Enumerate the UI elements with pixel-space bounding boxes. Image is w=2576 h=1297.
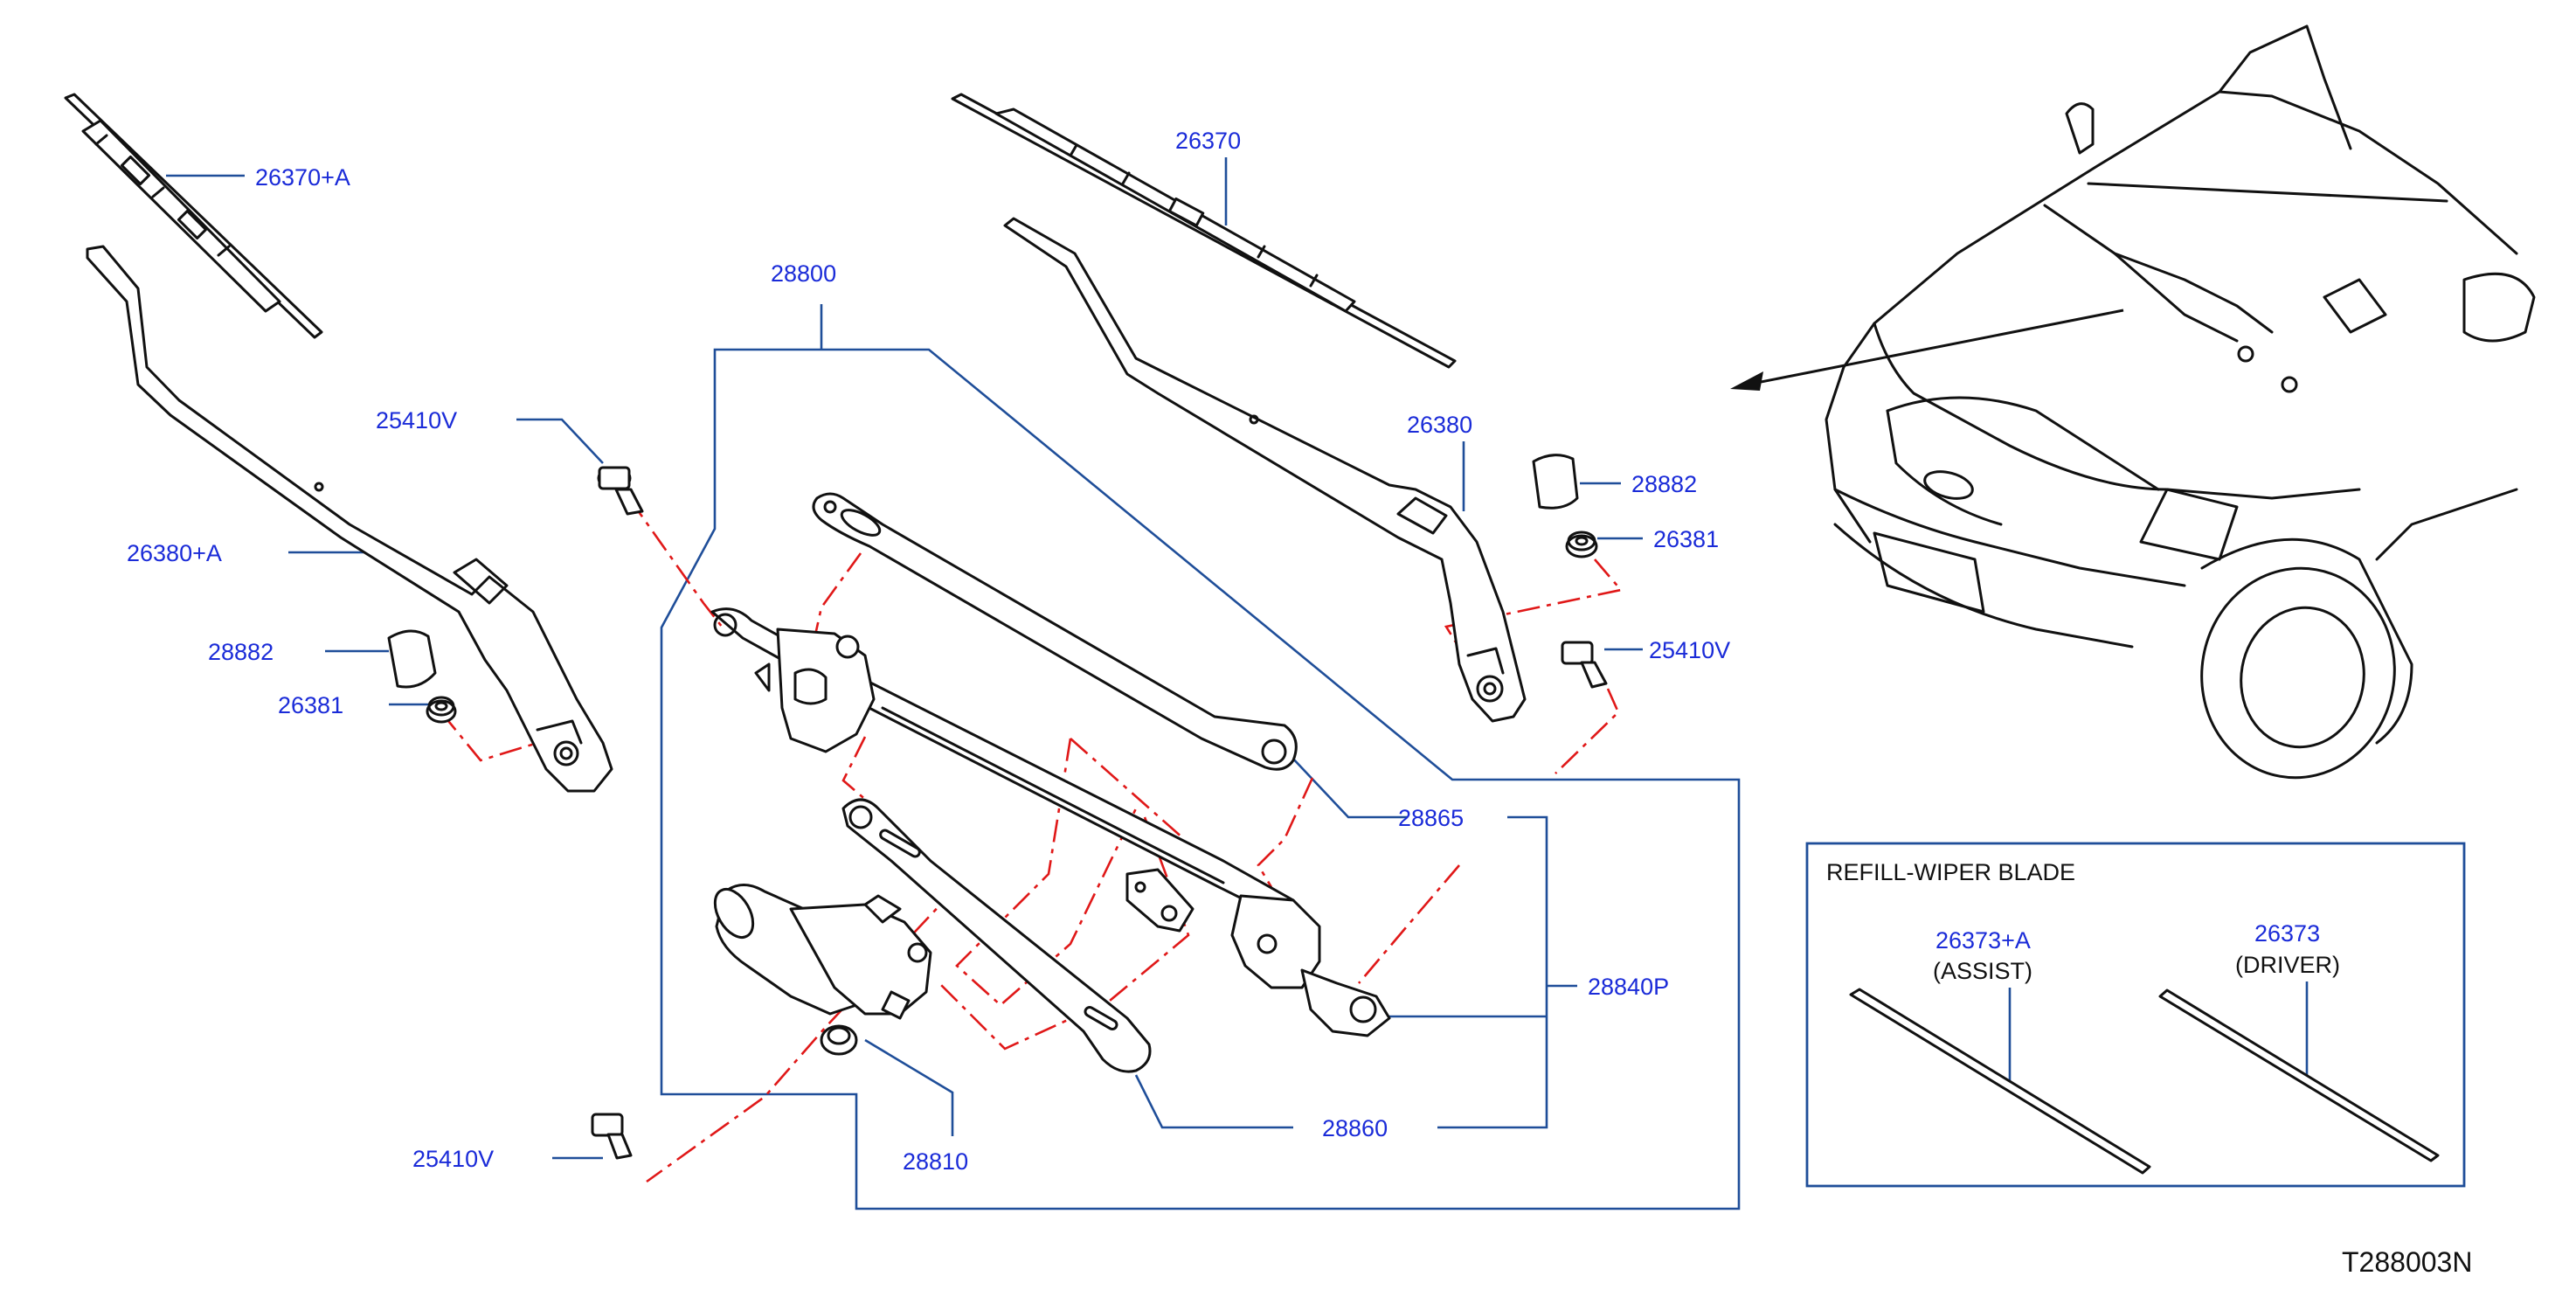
refill-strip-assist <box>1849 988 2151 1175</box>
label-26370: 26370 <box>1175 128 1241 154</box>
label-26380: 26380 <box>1407 412 1472 438</box>
wiper-motor <box>713 884 932 1056</box>
driver-caption: (DRIVER) <box>2235 952 2340 978</box>
label-28865: 28865 <box>1398 805 1464 831</box>
label-28860: 28860 <box>1322 1115 1388 1141</box>
bolt-top <box>597 466 644 516</box>
label-25410V-bottom: 25410V <box>412 1146 494 1172</box>
vehicle-illustration <box>1825 24 2536 780</box>
wiper-blade-driver <box>951 93 1457 369</box>
wiper-blade-assist <box>64 93 323 339</box>
pivot-cap-right <box>1532 454 1579 510</box>
label-28840P: 28840P <box>1588 974 1669 1000</box>
wiper-arm-driver <box>1003 217 1527 723</box>
alignment-lines <box>440 497 1624 1183</box>
label-28800: 28800 <box>771 260 836 287</box>
label-26381-right: 26381 <box>1653 526 1719 552</box>
label-28810: 28810 <box>903 1148 968 1175</box>
label-26373-driver: 26373 <box>2254 920 2320 947</box>
bolt-right <box>1561 641 1608 689</box>
part-labels: 26370+A 26370 28800 25410V 26380+A 28882… <box>127 128 1730 1175</box>
wiper-linkage <box>710 492 1391 1073</box>
bolt-bottom <box>591 1113 633 1160</box>
leader-lines <box>166 157 1741 1210</box>
label-28882-right: 28882 <box>1631 471 1697 497</box>
wiper-arm-assist <box>86 245 613 793</box>
diagram-code: T288003N <box>2342 1246 2472 1278</box>
label-26380A: 26380+A <box>127 540 222 566</box>
label-28882-left: 28882 <box>208 639 274 665</box>
nut-right <box>1565 531 1598 558</box>
label-26373-assist: 26373+A <box>1935 927 2031 954</box>
label-25410V-right: 25410V <box>1649 637 1730 663</box>
pivot-cap-left <box>387 629 437 689</box>
refill-box: REFILL-WIPER BLADE 26373+A (ASSIST) 2637… <box>1805 842 2466 1188</box>
label-25410V-top: 25410V <box>376 407 457 433</box>
pointer-arrow <box>1730 309 2124 391</box>
label-26381-left: 26381 <box>278 692 343 718</box>
refill-box-title: REFILL-WIPER BLADE <box>1826 859 2075 885</box>
nut-left <box>426 696 457 724</box>
assist-caption: (ASSIST) <box>1933 958 2032 984</box>
refill-strip-driver <box>2158 988 2440 1162</box>
label-26370A: 26370+A <box>255 164 350 191</box>
